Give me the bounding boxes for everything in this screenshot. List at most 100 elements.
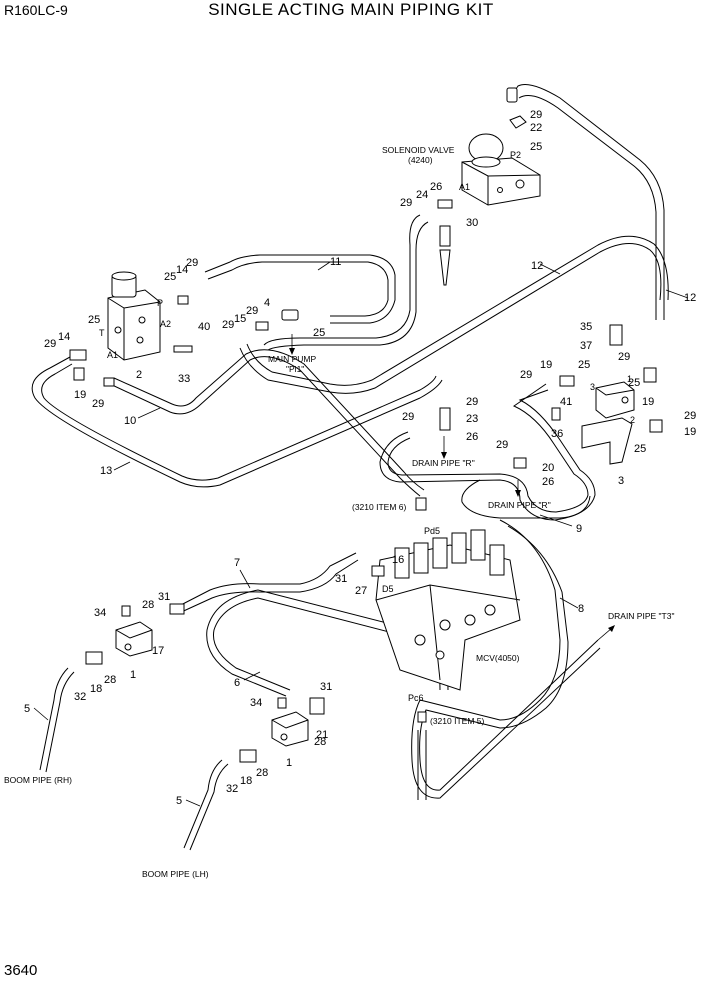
callout-18: 18 xyxy=(90,683,102,695)
callout-40: 40 xyxy=(198,321,210,333)
callout-25: 25 xyxy=(530,141,542,153)
callout-41: 41 xyxy=(560,396,572,408)
port-p: P xyxy=(157,298,163,308)
port-a1: A1 xyxy=(107,350,118,360)
callout-19: 19 xyxy=(684,426,696,438)
callout-5: 5 xyxy=(176,795,182,807)
callout-29: 29 xyxy=(92,398,104,410)
callout-37: 37 xyxy=(580,340,592,352)
mcv-label: MCV(4050) xyxy=(476,653,520,663)
callout-25: 25 xyxy=(578,359,590,371)
callout-17: 17 xyxy=(152,645,164,657)
callout-25: 25 xyxy=(628,377,640,389)
port-1: 1 xyxy=(627,374,632,384)
callout-13: 13 xyxy=(100,465,112,477)
solenoid-valve-code: (4240) xyxy=(408,155,433,165)
port-pc6: Pc6 xyxy=(408,693,424,703)
main-pump-label: MAIN PUMP xyxy=(268,354,317,364)
callout-24: 24 xyxy=(416,189,428,201)
arrows xyxy=(289,334,615,641)
diagram-title: SINGLE ACTING MAIN PIPING KIT xyxy=(208,0,494,19)
callout-25: 25 xyxy=(313,327,325,339)
callout-21: 21 xyxy=(316,729,328,741)
callout-12: 12 xyxy=(684,292,696,304)
callout-29: 29 xyxy=(222,319,234,331)
callout-29: 29 xyxy=(400,197,412,209)
page-number: 3640 xyxy=(4,962,38,979)
port-pd5: Pd5 xyxy=(424,526,440,536)
callout-35: 35 xyxy=(580,321,592,333)
selector-valve-2 xyxy=(107,271,161,361)
callout-29: 29 xyxy=(44,338,56,350)
callout-12: 12 xyxy=(531,260,543,272)
callout-29: 29 xyxy=(618,351,630,363)
callout-26: 26 xyxy=(542,476,554,488)
callout-25: 25 xyxy=(634,443,646,455)
callout-29: 29 xyxy=(684,410,696,422)
callout-28: 28 xyxy=(314,736,326,748)
callout-20: 20 xyxy=(542,462,554,474)
port-p2: P2 xyxy=(510,150,521,160)
callout-36: 36 xyxy=(551,428,563,440)
callout-10: 10 xyxy=(124,415,136,427)
callout-9: 9 xyxy=(576,523,582,535)
callout-3: 3 xyxy=(618,475,624,487)
callout-29: 29 xyxy=(466,396,478,408)
hose-lines xyxy=(31,84,669,851)
callout-4: 4 xyxy=(264,297,270,309)
callout-19: 19 xyxy=(642,396,654,408)
callout-31: 31 xyxy=(320,681,332,693)
callout-29: 29 xyxy=(186,257,198,269)
callout-15: 15 xyxy=(234,313,246,325)
port-t: T xyxy=(99,328,105,338)
callout-29: 29 xyxy=(530,109,542,121)
callout-26: 26 xyxy=(430,181,442,193)
callout-30: 30 xyxy=(466,217,478,229)
callout-7: 7 xyxy=(234,557,240,569)
port-2: 2 xyxy=(630,415,635,425)
callout-6: 6 xyxy=(234,677,240,689)
fittings xyxy=(69,87,663,763)
callout-29: 29 xyxy=(402,411,414,423)
callout-22: 22 xyxy=(530,122,542,134)
callout-5: 5 xyxy=(24,703,30,715)
callout-31: 31 xyxy=(158,591,170,603)
drain-pipe-t3-label: DRAIN PIPE "T3" xyxy=(608,611,675,621)
model-number: R160LC-9 xyxy=(4,2,68,18)
callout-19: 19 xyxy=(74,389,86,401)
callout-34: 34 xyxy=(94,607,106,619)
callout-32: 32 xyxy=(74,691,86,703)
callout-18: 18 xyxy=(240,775,252,787)
callout-29: 29 xyxy=(246,305,258,317)
callout-16: 16 xyxy=(392,554,404,566)
callout-14: 14 xyxy=(176,264,188,276)
drain-pipe-r-label-2: DRAIN PIPE "R" xyxy=(488,500,551,510)
port-a1-solenoid: A1 xyxy=(459,182,470,192)
callout-28: 28 xyxy=(256,767,268,779)
mcv-block xyxy=(375,529,521,691)
boom-pipe-lh-label: BOOM PIPE (LH) xyxy=(142,869,209,879)
item6-label: (3210 ITEM 6) xyxy=(352,502,406,512)
callout-23: 23 xyxy=(466,413,478,425)
port-d5: D5 xyxy=(382,584,394,594)
boom-pipe-rh-label: BOOM PIPE (RH) xyxy=(4,775,72,785)
callout-14: 14 xyxy=(58,331,70,343)
item5-label: (3210 ITEM 5) xyxy=(430,716,484,726)
solenoid-valve xyxy=(461,133,541,206)
callout-34: 34 xyxy=(250,697,262,709)
solenoid-valve-label: SOLENOID VALVE xyxy=(382,145,455,155)
port-3: 3 xyxy=(590,382,595,392)
callout-25: 25 xyxy=(164,271,176,283)
leader-lines xyxy=(33,261,689,807)
annotations: SOLENOID VALVE (4240) MAIN PUMP "Pi1" DR… xyxy=(4,145,675,879)
callout-27: 27 xyxy=(355,585,367,597)
block-1-lower xyxy=(271,711,309,747)
callout-8: 8 xyxy=(578,603,584,615)
pi1-label: "Pi1" xyxy=(286,364,304,374)
callout-25: 25 xyxy=(88,314,100,326)
callout-31: 31 xyxy=(335,573,347,585)
callout-1: 1 xyxy=(286,757,292,769)
callout-28: 28 xyxy=(104,674,116,686)
block-1-upper xyxy=(115,621,153,657)
